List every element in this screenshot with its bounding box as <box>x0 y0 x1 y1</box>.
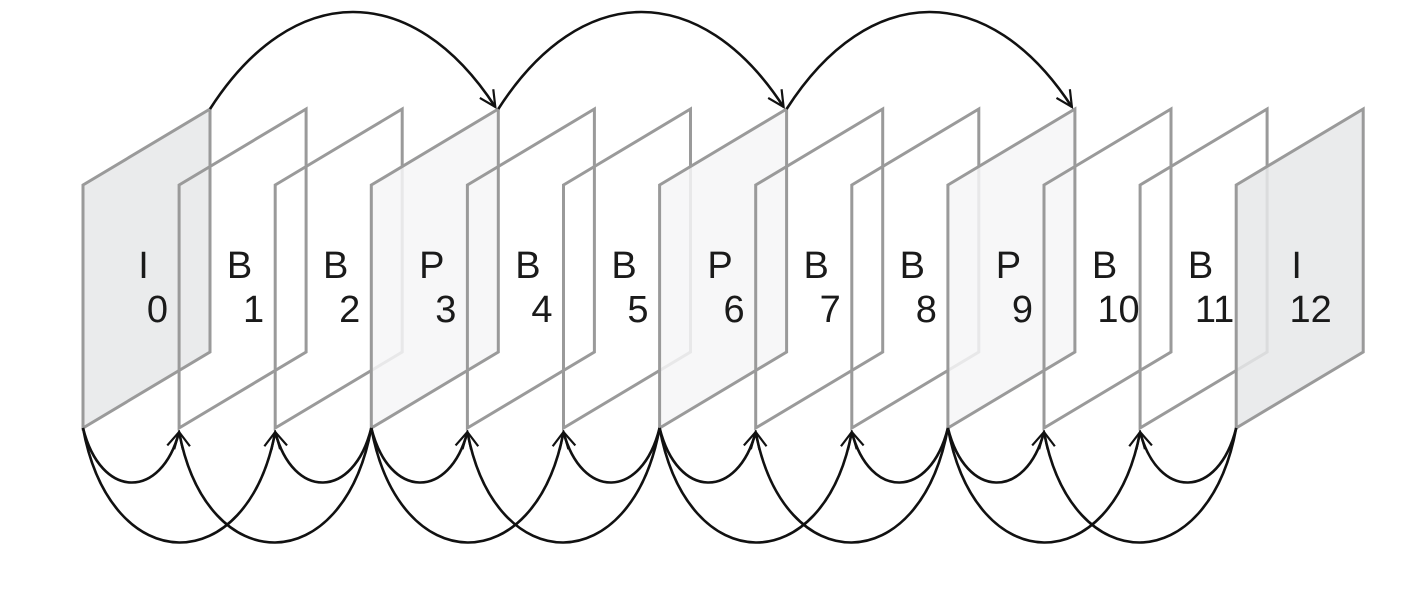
frame-type-label: I <box>1291 245 1302 287</box>
frame-index-label: 2 <box>339 289 360 331</box>
frame-type-label: B <box>515 245 540 287</box>
frame-plane <box>1042 106 1173 431</box>
frame-b-7: B7 <box>754 106 885 431</box>
bidirectional-reference-arrow <box>946 427 1140 544</box>
bidirectional-reference-arrow <box>275 427 373 484</box>
frame-b-10: B10 <box>1042 106 1173 431</box>
bidirectional-reference-arrow <box>756 427 950 544</box>
frame-p-3: P3 <box>369 106 500 431</box>
forward-reference-arrow <box>497 10 783 110</box>
frame-p-9: P9 <box>946 106 1077 431</box>
frame-index-label: 12 <box>1290 289 1332 331</box>
frame-index-label: 5 <box>627 289 648 331</box>
frame-type-label: I <box>138 245 149 287</box>
frame-type-label: B <box>804 245 829 287</box>
frame-plane <box>465 106 596 431</box>
frame-type-label: P <box>419 245 444 287</box>
bidirectional-reference-arrow <box>467 427 661 544</box>
bidirectional-reference-arrow <box>658 427 852 544</box>
bidirectional-reference-arrow <box>946 427 1044 484</box>
forward-reference-arrow <box>785 10 1072 110</box>
bidirectional-reference-arrow <box>81 427 275 544</box>
frame-type-label: B <box>1188 245 1213 287</box>
frame-index-label: 8 <box>916 289 937 331</box>
frame-index-label: 4 <box>531 289 552 331</box>
frame-p-6: P6 <box>658 106 789 431</box>
frame-type-label: P <box>707 245 732 287</box>
frame-index-label: 3 <box>435 289 456 331</box>
frame-index-label: 9 <box>1012 289 1033 331</box>
bidirectional-reference-arrow <box>81 427 179 484</box>
forward-reference-arrow <box>208 10 495 110</box>
frame-type-label: B <box>900 245 925 287</box>
frame-type-label: B <box>611 245 636 287</box>
frame-plane <box>754 106 885 431</box>
frame-type-label: B <box>1092 245 1117 287</box>
frame-b-4: B4 <box>465 106 596 431</box>
frame-i-12: I12 <box>1234 106 1365 431</box>
bidirectional-reference-arrow <box>370 427 563 544</box>
bidirectional-reference-arrow <box>179 427 373 544</box>
frame-plane <box>1234 106 1365 431</box>
frame-index-label: 1 <box>243 289 264 331</box>
bidirectional-reference-arrow <box>658 427 756 484</box>
frame-type-label: B <box>323 245 348 287</box>
bidirectional-reference-arrow <box>1044 427 1238 544</box>
bidirectional-reference-arrow <box>852 427 950 484</box>
frame-index-label: 10 <box>1097 289 1139 331</box>
frame-b-1: B1 <box>177 106 308 431</box>
frame-index-label: 0 <box>147 289 168 331</box>
reference-arrows-layer <box>81 10 1238 544</box>
bidirectional-reference-arrow <box>370 427 467 484</box>
frame-type-label: P <box>996 245 1021 287</box>
frame-type-label: B <box>227 245 252 287</box>
bidirectional-reference-arrow <box>564 427 661 484</box>
frame-i-0: I0 <box>81 106 212 431</box>
frame-plane <box>177 106 308 431</box>
bidirectional-reference-arrow <box>1140 427 1238 484</box>
frame-index-label: 6 <box>724 289 745 331</box>
frame-index-label: 11 <box>1195 289 1234 331</box>
frame-index-label: 7 <box>820 289 841 331</box>
